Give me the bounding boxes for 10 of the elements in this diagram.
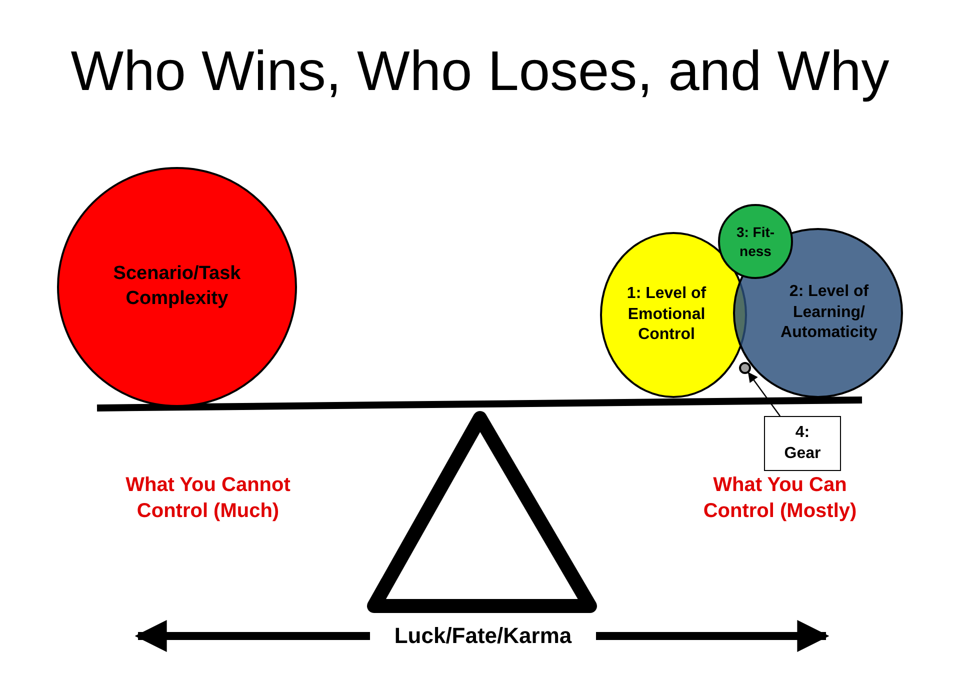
label-box [764, 416, 841, 471]
node-text: 3: Fit- ness [735, 223, 776, 260]
node-text: Scenario/Task Complexity [112, 262, 242, 311]
title: Who Wins, Who Loses, and Why [70, 38, 890, 103]
node-text: 1: Level of Emotional Control [626, 284, 708, 346]
caption-text: What You Cannot Control (Much) [124, 473, 292, 524]
node-text: 2: Level of Learning/ Automaticity [780, 282, 878, 344]
node-text: 4: Gear [783, 422, 822, 464]
caption-text: What You Can Control (Mostly) [702, 473, 858, 524]
leader-arrow [748, 372, 781, 416]
